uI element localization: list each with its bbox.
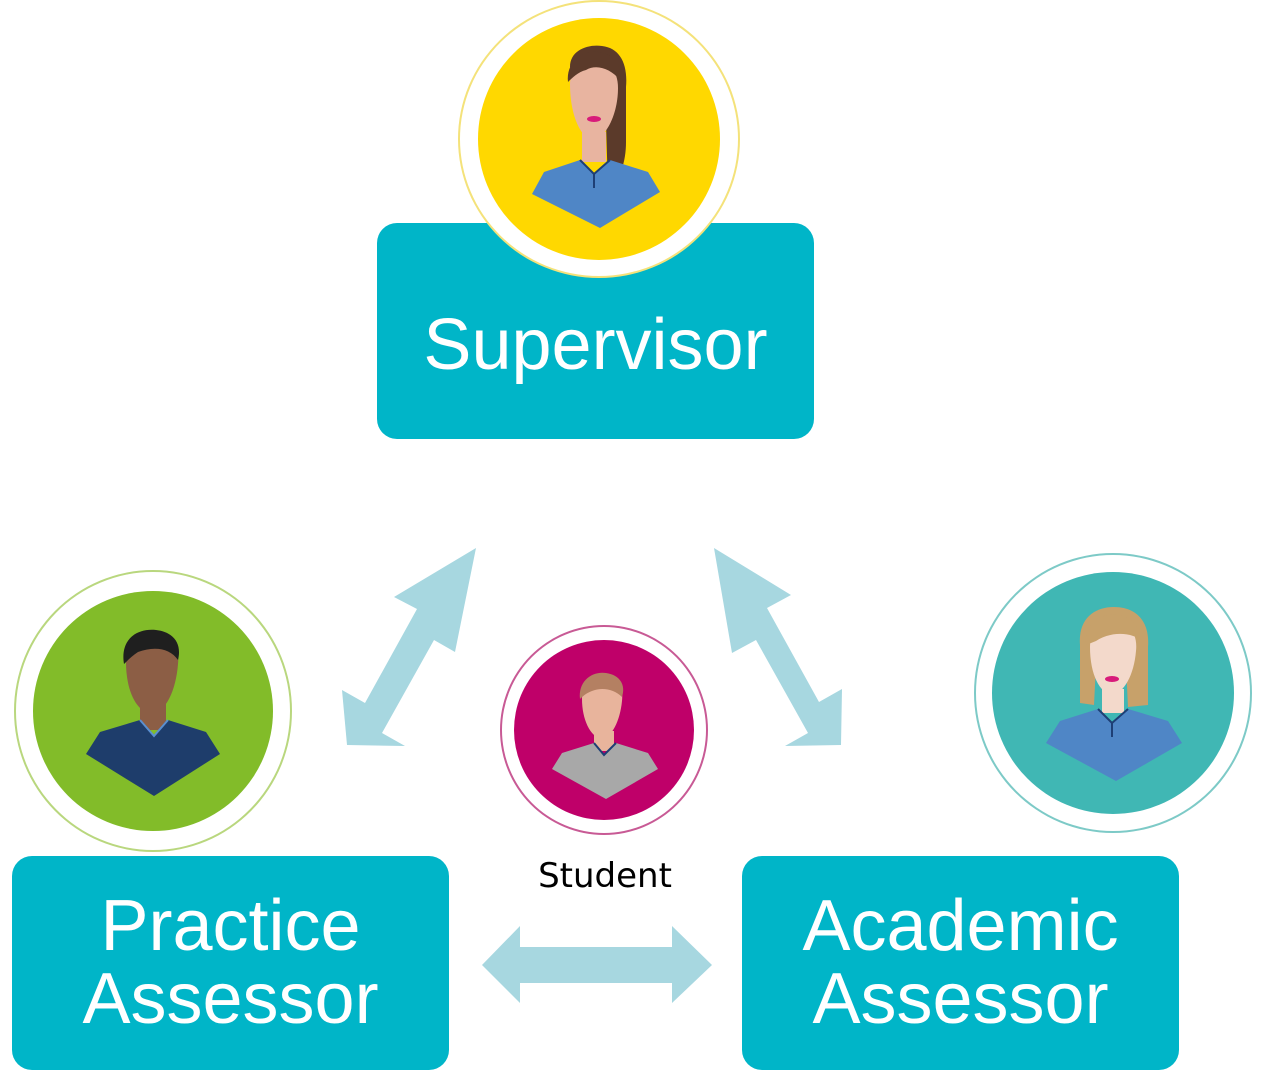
practice-assessor-avatar — [14, 570, 292, 852]
double-headed-arrow-icon — [714, 548, 842, 746]
academic-assessor-label-line1: Academic — [802, 885, 1119, 966]
academic-assessor-box: Academic Assessor — [742, 856, 1179, 1070]
student-avatar — [500, 625, 708, 835]
female-nurse-avatar-icon — [478, 18, 720, 260]
practice-assessor-label-line1: Practice — [100, 885, 361, 966]
academic-assessor-avatar — [974, 553, 1252, 833]
supervisor-label: Supervisor — [423, 305, 768, 386]
double-headed-arrow-icon — [482, 926, 712, 1003]
supervisor-avatar — [458, 0, 740, 278]
academic-assessor-label-line2: Assessor — [812, 959, 1109, 1039]
female-academic-avatar-icon — [992, 572, 1234, 814]
male-nurse-avatar-icon — [33, 591, 273, 831]
double-headed-arrow-icon — [342, 548, 476, 746]
practice-assessor-label-line2: Assessor — [82, 959, 379, 1039]
student-label: Student — [538, 856, 672, 896]
male-student-avatar-icon — [514, 640, 694, 820]
practice-assessor-box: Practice Assessor — [12, 856, 449, 1070]
